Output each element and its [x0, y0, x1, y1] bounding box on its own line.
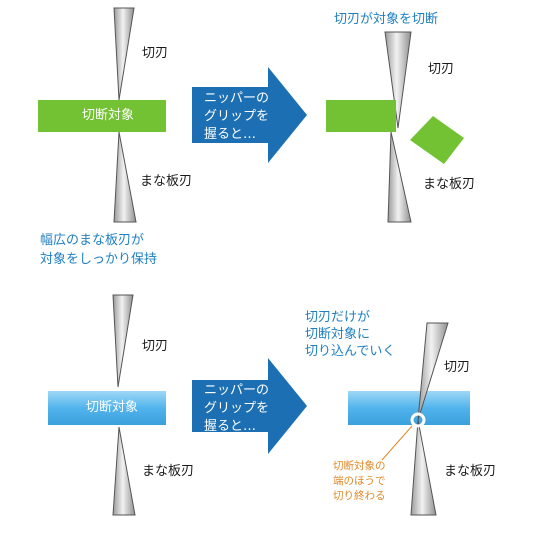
arrow-text-line-3-top: 握ると…: [204, 127, 257, 142]
lower-blade-before-top: [113, 131, 137, 223]
note-pointer-line: [381, 425, 413, 461]
lower-blade-after-bottom: [410, 419, 437, 516]
lower-blade-label-bottom-before: まな板刃: [142, 464, 195, 479]
arrow-text-line-2-bottom: グリップを: [204, 401, 270, 416]
arrow-text-line-1-top: ニッパーの: [204, 91, 270, 106]
cut-target-label-bottom: 切断対象: [86, 400, 139, 415]
upper-blade-after-top: [384, 31, 412, 129]
upper-blade-before-bottom: [112, 294, 134, 388]
cut-target-blue-after: [348, 391, 470, 425]
title-bottom-after-line-3: 切り込んでいく: [305, 344, 396, 359]
upper-blade-label-bottom-before: 切刃: [142, 339, 169, 354]
orange-note-line-3: 切り終わる: [333, 490, 386, 502]
title-bottom-after-line-2: 切断対象に: [305, 327, 371, 342]
arrow-text-line-2-top: グリップを: [204, 109, 270, 124]
lower-blade-after-top: [387, 131, 412, 223]
upper-blade-label-top-before: 切刃: [142, 46, 169, 61]
cut-target-green-remaining: [326, 100, 396, 132]
upper-blade-after-bottom: [417, 322, 449, 421]
arrow-text-line-1-bottom: ニッパーの: [204, 383, 270, 398]
orange-note-line-2: 端のほうで: [333, 475, 386, 487]
upper-blade-label-bottom-after: 切刃: [444, 360, 471, 375]
upper-blade-before-top: [113, 7, 135, 101]
upper-blade-label-top-after: 切刃: [428, 62, 455, 77]
lower-blade-label-top-before: まな板刃: [140, 174, 193, 189]
lower-blade-before-bottom: [112, 426, 136, 516]
arrow-text-line-3-bottom: 握ると…: [204, 419, 257, 434]
cut-target-green-before: [38, 100, 166, 132]
lower-blade-label-top-after: まな板刃: [423, 177, 476, 192]
cut-end-highlight: [410, 412, 426, 428]
title-top-after: 切刃が対象を切断: [334, 12, 439, 27]
title-bottom-after-line-1: 切刃だけが: [305, 310, 371, 325]
note-line-1-top: 幅広のまな板刃が: [40, 233, 145, 248]
lower-blade-label-bottom-after: まな板刃: [444, 464, 497, 479]
orange-note-line-1: 切断対象の: [333, 460, 386, 472]
cut-target-label-top: 切断対象: [82, 108, 135, 123]
process-arrow-top: [192, 67, 307, 163]
note-line-2-top: 対象をしっかり保持: [40, 252, 158, 267]
process-arrow-bottom: [192, 358, 307, 454]
cut-target-green-piece: [410, 116, 464, 164]
cut-target-blue-before: [48, 391, 166, 425]
